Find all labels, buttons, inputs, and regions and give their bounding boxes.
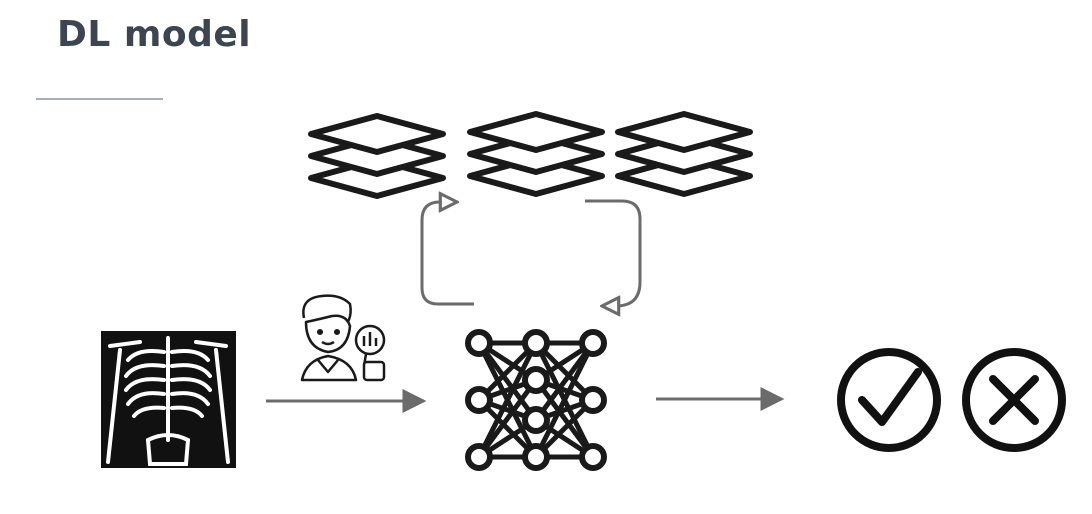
slide-title: DL model	[57, 14, 252, 55]
loop-arrow-down	[585, 199, 642, 306]
check-circle-icon	[837, 348, 941, 452]
xray-chest-icon	[101, 331, 236, 468]
title-underline	[36, 98, 163, 100]
x-circle-icon	[962, 348, 1066, 452]
doctor-annotator-icon	[300, 294, 386, 382]
layer-stack-icon	[470, 114, 602, 194]
neural-network-icon	[465, 329, 607, 471]
layer-stack-icon	[618, 114, 750, 194]
layer-stack-icon	[311, 116, 443, 196]
loop-arrow-up	[420, 202, 474, 306]
